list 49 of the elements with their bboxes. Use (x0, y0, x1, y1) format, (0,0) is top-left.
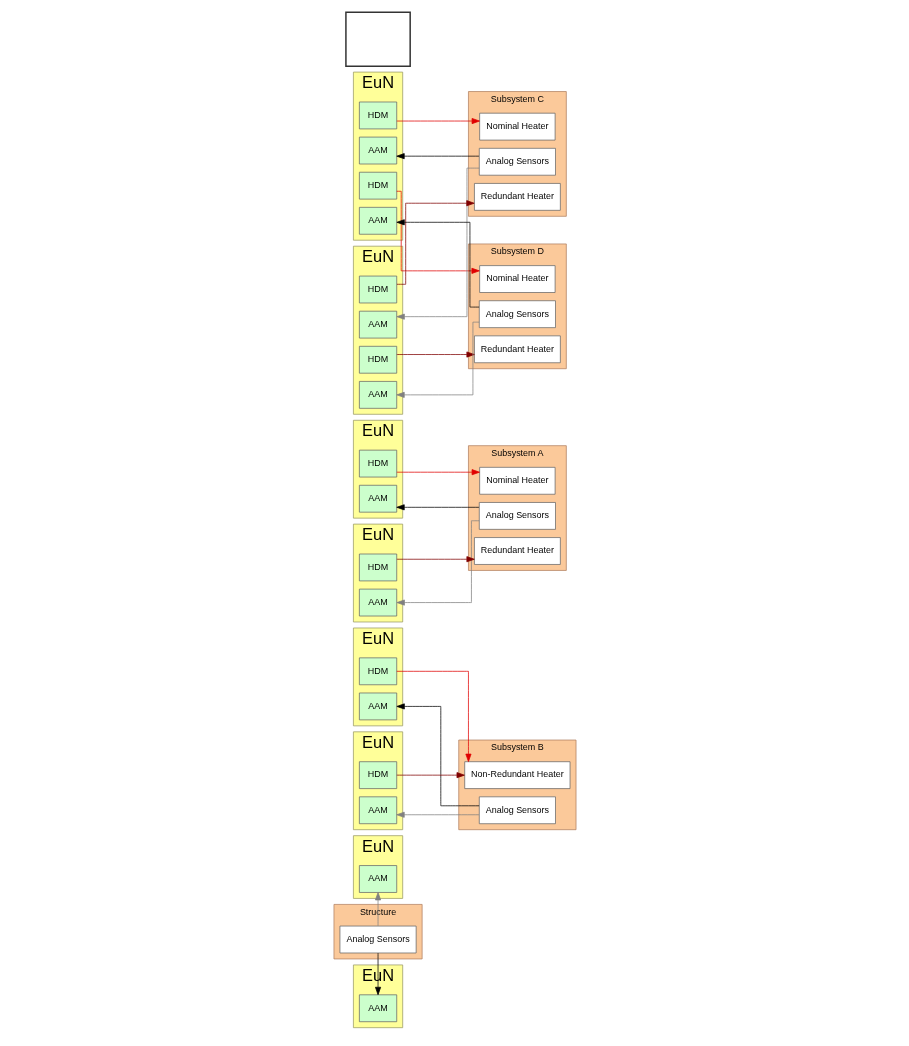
node-box: HDM (358, 275, 397, 304)
node-box: Non-Redundant Heater (463, 761, 570, 789)
arrow (395, 772, 465, 779)
node-box: HDM (358, 553, 397, 582)
arrow (396, 520, 480, 606)
arrow (396, 167, 480, 320)
node-box: HDM (358, 171, 397, 200)
arrow (396, 200, 475, 285)
arrow (395, 469, 480, 476)
node-box: AAM (358, 865, 397, 893)
arrow (396, 219, 479, 308)
arrow (374, 952, 381, 996)
arrow (395, 351, 475, 358)
node-box: AAM (358, 310, 397, 339)
node-box: Analog Sensors (478, 796, 556, 825)
arrow (374, 892, 381, 927)
node-box (344, 11, 411, 67)
node-box: AAM (358, 136, 397, 165)
arrow (395, 153, 479, 160)
arrow (396, 703, 479, 807)
arrow (395, 556, 475, 563)
node-box: Nominal Heater (478, 112, 555, 141)
node-box: Nominal Heater (478, 265, 555, 293)
node-box: Redundant Heater (473, 183, 561, 211)
node-box: AAM (358, 796, 397, 825)
node-box: HDM (358, 449, 397, 478)
node-box: AAM (358, 994, 397, 1023)
arrow (395, 118, 480, 125)
node-box: AAM (358, 692, 397, 721)
node-box: Analog Sensors (339, 925, 417, 954)
arrow (395, 811, 479, 818)
node-box: AAM (358, 381, 397, 409)
node-box: Redundant Heater (473, 537, 561, 565)
node-box: HDM (358, 345, 397, 374)
node-box: AAM (358, 484, 397, 513)
node-box: Nominal Heater (478, 466, 555, 495)
node-box: HDM (358, 761, 397, 789)
arrow (395, 190, 480, 274)
node-box: Analog Sensors (478, 300, 556, 328)
arrow (395, 504, 479, 511)
node-box: AAM (358, 588, 397, 617)
node-box: HDM (358, 657, 397, 686)
arrow (395, 670, 471, 762)
node-box: Analog Sensors (478, 502, 556, 530)
node-box: Redundant Heater (473, 335, 561, 364)
node-box: Analog Sensors (478, 147, 556, 176)
node-box: HDM (358, 101, 397, 130)
node-box: AAM (358, 206, 397, 235)
arrow (395, 321, 479, 398)
